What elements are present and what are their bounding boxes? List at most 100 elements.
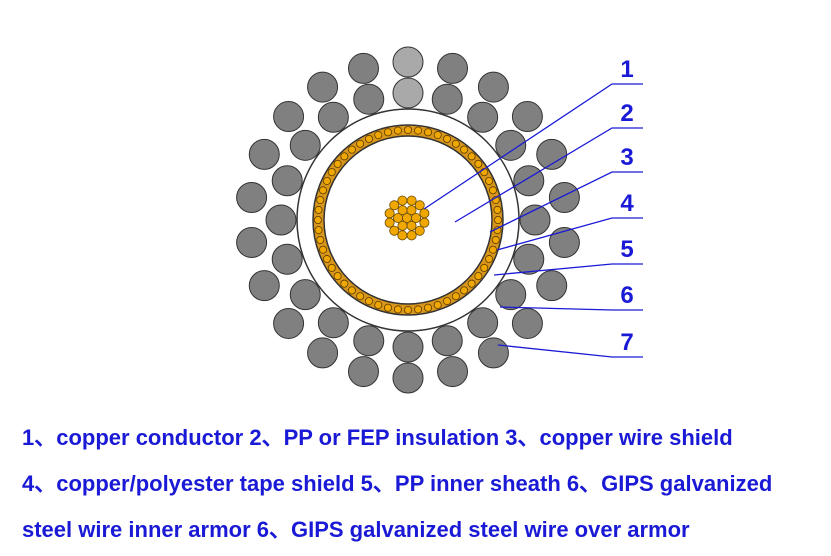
conductor-strand — [406, 220, 417, 231]
shield-wire — [340, 279, 349, 288]
shield-wire — [314, 226, 323, 235]
inner-armor-wire — [353, 325, 385, 357]
shield-wire — [433, 131, 442, 140]
shield-wire — [491, 236, 500, 245]
outer-armor-wire — [392, 362, 424, 394]
shield-wire — [316, 236, 325, 245]
outer-armor-wire — [273, 101, 305, 133]
inner-armor-wire — [271, 243, 303, 275]
shield-wire — [364, 134, 373, 143]
inner-armor-wire — [431, 325, 463, 357]
conductor-strand — [419, 217, 430, 228]
outer-armor-wire — [477, 337, 509, 369]
shield-wire — [313, 215, 322, 224]
outer-armor-wire — [536, 138, 568, 170]
shield-wire — [443, 297, 452, 306]
shield-wire — [474, 272, 483, 281]
leader-line — [497, 344, 643, 358]
shield-wire — [383, 128, 392, 137]
inner-armor-wire — [289, 279, 321, 311]
copper-conductor — [384, 195, 430, 241]
callout-number: 3 — [620, 144, 633, 171]
shield-wire — [327, 168, 336, 177]
outer-armor-wire — [248, 270, 280, 302]
shield-wire — [393, 126, 402, 135]
shield-wire — [460, 286, 469, 295]
inner-armor-wire — [353, 83, 385, 115]
outer-armor-wire — [477, 71, 509, 103]
shield-wire — [322, 176, 331, 185]
conductor-strand — [397, 230, 408, 241]
callout-number: 6 — [620, 282, 633, 309]
callout-number: 5 — [620, 236, 633, 263]
callout-number: 4 — [620, 190, 634, 217]
shield-wire — [403, 126, 412, 135]
outer-armor-wire — [437, 52, 469, 84]
conductor-strand — [397, 195, 408, 206]
inner-armor-wire — [317, 307, 349, 339]
shield-wire — [414, 126, 423, 135]
shield-wire — [467, 152, 476, 161]
shield-wire — [485, 255, 494, 264]
outer-armor-wire — [307, 337, 339, 369]
shield-wire — [319, 186, 328, 195]
shield-wire — [322, 255, 331, 264]
shield-wire — [316, 195, 325, 204]
shield-wire — [403, 305, 412, 314]
leader-line — [423, 83, 643, 210]
legend-line-2: 4、copper/polyester tape shield 5、PP inne… — [22, 471, 773, 496]
outer-armor-wire — [307, 71, 339, 103]
shield-wire — [333, 159, 342, 168]
shield-wire — [460, 145, 469, 154]
inner-armor-wire — [271, 165, 303, 197]
callout-number: 1 — [620, 56, 633, 83]
shield-wire — [485, 176, 494, 185]
shield-wire — [340, 152, 349, 161]
shield-wire — [493, 215, 502, 224]
conductor-strand — [414, 225, 425, 236]
conductor-strand — [419, 208, 430, 219]
shield-wire — [433, 300, 442, 309]
outer-armor-wire — [548, 226, 580, 258]
outer-armor-wire — [236, 182, 268, 214]
shield-wire — [493, 205, 502, 214]
callout-number: 7 — [620, 329, 633, 356]
inner-armor-wire — [317, 101, 349, 133]
outer-armor-wire — [392, 46, 424, 78]
shield-wire — [374, 300, 383, 309]
outer-armor-wire — [548, 182, 580, 214]
inner-armor-wire — [495, 129, 527, 161]
conductor-strand — [384, 217, 395, 228]
callout-leader-lines — [423, 83, 643, 358]
shield-wire — [451, 139, 460, 148]
leader-line — [499, 306, 643, 311]
leader-line — [493, 263, 643, 276]
conductor-strand — [392, 212, 403, 223]
inner-armor-wire — [289, 129, 321, 161]
shield-wire — [383, 303, 392, 312]
outer-armor-wire — [347, 356, 379, 388]
outer-armor-wire — [511, 101, 543, 133]
shield-wire — [443, 134, 452, 143]
leader-line — [496, 217, 643, 251]
conductor-strand — [414, 200, 425, 211]
inner-armor-wire — [431, 83, 463, 115]
conductor-strand — [406, 230, 417, 241]
shield-wire — [364, 297, 373, 306]
shield-wire — [393, 305, 402, 314]
shield-wire — [424, 303, 433, 312]
legend-line-1: 1、copper conductor 2、PP or FEP insulatio… — [22, 425, 733, 450]
shield-wire — [347, 286, 356, 295]
shield-wire — [374, 131, 383, 140]
shield-wire — [451, 292, 460, 301]
leader-line — [489, 171, 643, 233]
shield-wire — [480, 263, 489, 272]
conductor-strand — [397, 205, 408, 216]
outer-armor-wire — [437, 356, 469, 388]
inner-armor-wire — [392, 331, 424, 363]
conductor-strand — [406, 195, 417, 206]
shield-wire — [356, 139, 365, 148]
shield-wire — [314, 205, 323, 214]
